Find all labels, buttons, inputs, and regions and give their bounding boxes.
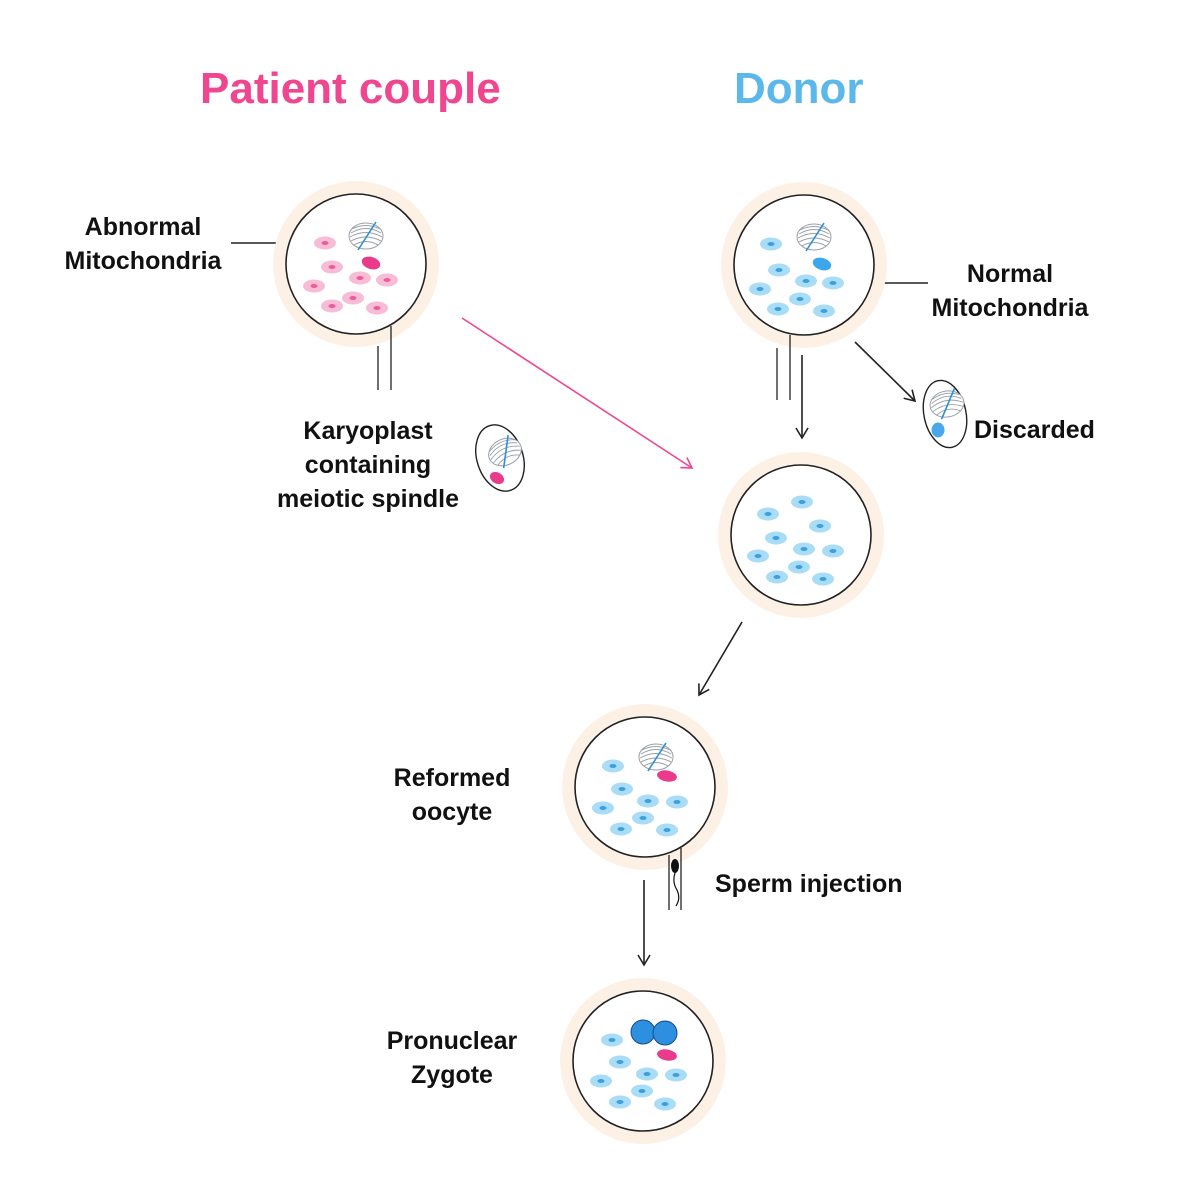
normal-mitochondria-label: Normal Mitochondria: [931, 260, 1089, 322]
meiotic-spindle-icon: [348, 221, 384, 251]
chromosome-icon: [489, 471, 505, 485]
karyoplast: [475, 424, 528, 492]
sperm-injection-label: Sperm injection: [715, 870, 903, 898]
reformed-oocyte: [562, 704, 728, 910]
donor-heading: Donor: [734, 64, 864, 113]
reformed-oocyte-label: Reformed oocyte: [393, 764, 511, 826]
fusion-arrow: [698, 621, 743, 697]
pronuclei-icon: [630, 1019, 678, 1046]
micropipette-icon: [776, 335, 791, 400]
discarded-karyoplast: [922, 379, 968, 449]
abnormal-mitochondria-label: Abnormal Mitochondria: [64, 213, 222, 275]
sperm-icon: [671, 859, 680, 907]
chromosome-icon: [931, 422, 945, 438]
karyoplast-label: Karyoplast containing meiotic spindle: [277, 417, 459, 513]
chromosome-icon: [361, 256, 381, 270]
discarded-label: Discarded: [974, 416, 1095, 444]
discard-arrow: [854, 341, 917, 403]
pronuclear-zygote: [560, 978, 726, 1144]
micropipette-icon: [668, 848, 682, 910]
transfer-arrow: [461, 317, 694, 469]
pronuclear-zygote-label: Pronuclear Zygote: [386, 1027, 518, 1089]
enucleated-oocyte: [718, 452, 884, 618]
patient-oocyte: [273, 181, 439, 390]
micropipette-icon: [377, 326, 392, 390]
chromosome-icon: [812, 257, 832, 271]
chromosome-icon: [657, 1049, 677, 1061]
donor-oocyte: [721, 182, 887, 400]
chromosome-icon: [657, 770, 677, 782]
meiotic-spindle-icon: [796, 222, 832, 252]
patient-couple-heading: Patient couple: [200, 64, 501, 113]
meiotic-spindle-icon: [638, 742, 674, 772]
